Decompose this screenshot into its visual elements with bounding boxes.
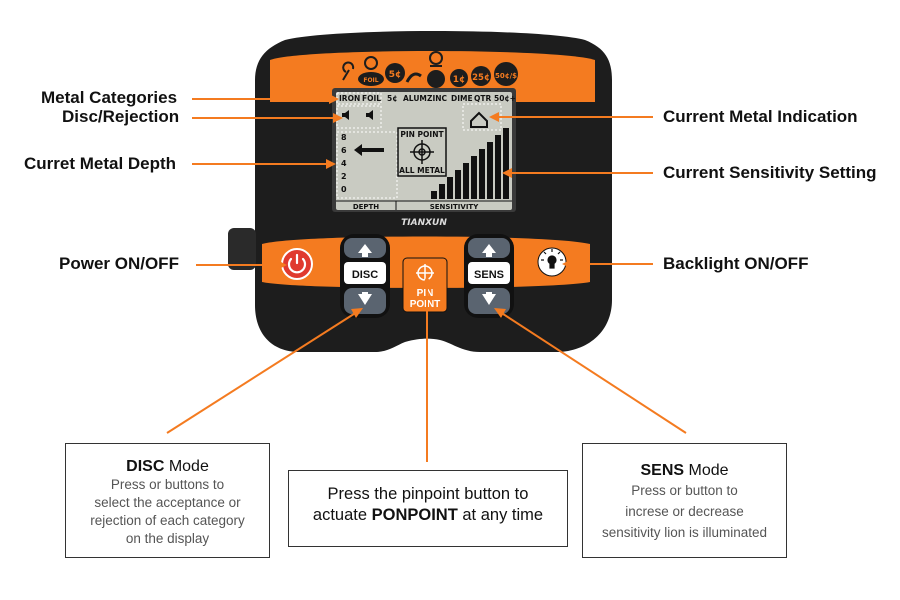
lcd-cat-50c: 50¢+ — [494, 94, 516, 103]
crosshair-icon — [410, 140, 434, 164]
iron-nail-icon — [342, 61, 355, 81]
lcd-cat-5c: 5¢ — [387, 94, 397, 103]
sensitivity-bar — [495, 135, 501, 199]
sensitivity-bar — [471, 156, 477, 199]
disc-down-arrow-icon — [358, 292, 372, 305]
coin-label-25c: 25¢ — [472, 73, 490, 83]
sensitivity-bar — [447, 177, 453, 199]
power-button[interactable] — [281, 248, 313, 280]
lcd-cat-foil: FOIL — [362, 94, 381, 103]
coin-label-1c: 1¢ — [453, 75, 466, 85]
speaker-icon — [342, 110, 373, 120]
lcd-depth-scale: 8 6 4 2 0 — [341, 133, 347, 194]
coin-label-50c: 50¢/$ — [495, 72, 517, 80]
pinpoint-label-1: PIN — [417, 288, 434, 299]
pinpoint-label-2: POINT — [410, 299, 441, 310]
depth-arrow-icon — [354, 144, 384, 156]
coin-label-5c: 5¢ — [389, 70, 402, 80]
disc-button-label: DISC — [352, 269, 378, 281]
callout-backlight: Backlight ON/OFF — [663, 254, 809, 273]
sens-button-label: SENS — [474, 269, 504, 281]
sensitivity-bars — [431, 128, 509, 199]
metal-indicator-icon — [470, 111, 488, 128]
lcd-cat-zinc: ZINC — [427, 94, 448, 103]
depth-0: 0 — [341, 185, 347, 194]
lcd-sensitivity-label: SENSITIVITY — [430, 203, 480, 211]
backlight-button[interactable] — [537, 247, 567, 277]
sensitivity-bar — [455, 170, 461, 199]
callout-disc-rejection: Disc/Rejection — [62, 107, 180, 126]
disc-up-arrow-icon — [358, 244, 372, 257]
lcd-cat-alum: ALUM — [403, 94, 427, 103]
sensitivity-bar — [431, 191, 437, 199]
half-dollar-coin-icon: 50¢/$ — [494, 62, 518, 86]
callout-arrowheads — [277, 94, 572, 318]
sensitivity-bar — [439, 184, 445, 199]
callout-metal-indication: Current Metal Indication — [663, 107, 858, 126]
lcd-cat-qtr: QTR — [474, 94, 491, 103]
brand-logo: TIANXUN — [401, 218, 447, 228]
lcd-pinpoint-box: PIN POINT ALL METAL — [397, 127, 447, 177]
pinpoint-line-2: actuate PONPOINT at any time — [312, 506, 544, 524]
power-icon — [287, 253, 307, 274]
sens-mode-box: SENS Mode Press or button to increse or … — [582, 443, 787, 558]
pinpoint-line-1: Press the pinpoint button to — [327, 485, 529, 503]
penny-coin-icon: 1¢ — [450, 69, 468, 87]
lightbulb-icon — [541, 249, 563, 269]
lcd-cat-dime: DIME — [451, 94, 473, 103]
callout-metal-depth: Curret Metal Depth — [24, 154, 177, 173]
depth-6: 6 — [341, 146, 347, 155]
disc-mode-text: Press or buttons to select the acceptanc… — [90, 477, 245, 546]
depth-4: 4 — [341, 159, 347, 168]
disc-rocker: DISC — [340, 234, 390, 318]
sensitivity-bar — [503, 128, 509, 199]
callout-metal-categories: Metal Categories — [41, 88, 178, 107]
sens-down-arrow-icon — [482, 292, 496, 305]
sensitivity-bar — [463, 163, 469, 199]
depth-8: 8 — [341, 133, 347, 142]
callout-lines — [166, 98, 687, 462]
lcd-all-metal-label: ALL METAL — [399, 166, 445, 175]
top-coin-icons: FOIL 5¢ 1¢ 25¢ — [342, 51, 518, 88]
side-connector — [228, 228, 256, 270]
zinc-coin-icon — [427, 51, 445, 88]
sens-rocker: SENS — [464, 234, 514, 318]
detector-control-box: FOIL 5¢ 1¢ 25¢ — [228, 31, 612, 352]
disc-mode-box: DISC Mode Press or buttons to select the… — [65, 443, 270, 558]
coin-label-foil: FOIL — [363, 77, 378, 84]
pinpoint-mode-box: Press the pinpoint button to actuate PON… — [288, 470, 568, 547]
lcd-screen: IRON FOIL 5¢ ALUM ZINC DIME QTR 50¢+ — [332, 88, 516, 212]
pulltab-icon — [405, 72, 422, 83]
quarter-coin-icon: 25¢ — [471, 66, 491, 86]
callout-power: Power ON/OFF — [59, 254, 179, 273]
lcd-depth-label: DEPTH — [353, 203, 379, 211]
nickel-coin-icon: 5¢ — [385, 63, 405, 83]
sens-mode-title: SENS Mode — [640, 462, 729, 479]
lcd-depth-highlight — [336, 131, 398, 199]
sensitivity-bar — [479, 149, 485, 199]
foil-icon: FOIL — [358, 56, 384, 86]
sensitivity-bar — [487, 142, 493, 199]
sens-mode-text: Press or button to increse or decrease s… — [601, 483, 768, 540]
lcd-cat-iron: IRON — [339, 94, 360, 103]
sens-up-arrow-icon — [482, 244, 496, 257]
lcd-category-row: IRON FOIL 5¢ ALUM ZINC DIME QTR 50¢+ — [339, 94, 516, 103]
callout-sensitivity-setting: Current Sensitivity Setting — [663, 163, 877, 182]
lcd-pinpoint-label: PIN POINT — [400, 130, 444, 139]
disc-mode-title: DISC Mode — [126, 458, 209, 475]
depth-2: 2 — [341, 172, 347, 181]
